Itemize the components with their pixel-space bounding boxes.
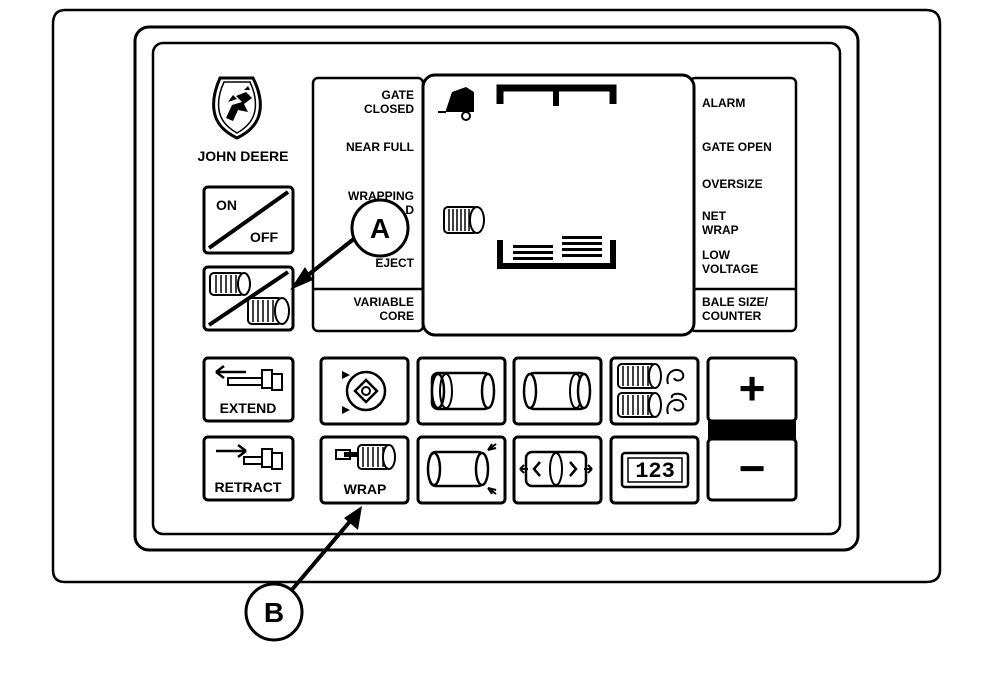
label-low-voltage-2: VOLTAGE — [702, 262, 758, 276]
bale-counter-button[interactable]: 123 — [609, 435, 700, 505]
label-wrapping-2: D — [405, 203, 414, 217]
callout-a-label: A — [370, 213, 390, 244]
large-bale-icon — [247, 297, 290, 325]
right-label-panel — [688, 76, 798, 333]
cylinder-extend-icon — [215, 365, 283, 391]
plus-minus-divider — [708, 421, 796, 439]
retract-button[interactable]: RETRACT — [202, 435, 295, 502]
label-eject: EJECT — [375, 256, 414, 270]
rotation-button[interactable] — [319, 356, 410, 426]
bale-diameter-icon — [426, 443, 497, 495]
wrap-bale-icon — [335, 444, 396, 470]
bale-size-bracket — [497, 240, 616, 269]
label-wrapping-1: WRAPPING — [348, 189, 414, 203]
bale-center-icon — [519, 450, 593, 488]
lcd-wrapping-bale-icon — [443, 206, 485, 234]
small-bale-icon — [209, 272, 251, 296]
label-gate-closed-1: GATE — [382, 88, 414, 102]
label-gate-closed-2: CLOSED — [364, 102, 414, 116]
bale-shape-right-button[interactable] — [512, 356, 603, 426]
on-label: ON — [216, 197, 237, 213]
bale-shape-center-button[interactable] — [512, 435, 603, 505]
cylinder-retract-icon — [216, 444, 283, 470]
label-variable-core-1: VARIABLE — [354, 295, 414, 309]
variable-core-button[interactable] — [202, 265, 295, 332]
bale-right-icon — [522, 371, 592, 411]
plus-button[interactable]: + — [706, 356, 798, 423]
brand-name: JOHN DEERE — [197, 148, 288, 164]
baler-icon — [438, 87, 474, 121]
extend-button[interactable]: EXTEND — [202, 356, 295, 423]
bale-left-icon — [430, 371, 496, 411]
bale-size-bars — [513, 236, 602, 260]
plus-label: + — [739, 362, 766, 414]
wrap-turns-icon — [617, 363, 687, 418]
bale-shape-left-button[interactable] — [416, 356, 507, 426]
wrap-button[interactable]: WRAP — [319, 435, 410, 505]
label-gate-open: GATE OPEN — [702, 140, 772, 154]
wrap-label: WRAP — [344, 481, 387, 497]
label-net-wrap-2: WRAP — [702, 223, 739, 237]
net-wrap-turns-button[interactable] — [609, 356, 700, 426]
extend-label: EXTEND — [220, 400, 277, 416]
retract-label: RETRACT — [215, 479, 282, 495]
callout-b: B — [244, 506, 362, 642]
label-net-wrap-1: NET — [702, 209, 727, 223]
minus-button[interactable]: − — [706, 437, 798, 502]
rotation-icon — [342, 370, 387, 414]
label-bale-size-2: COUNTER — [702, 309, 762, 323]
label-oversize: OVERSIZE — [702, 177, 763, 191]
label-low-voltage-1: LOW — [702, 248, 731, 262]
minus-label: − — [739, 442, 766, 494]
label-bale-size-1: BALE SIZE/ — [702, 295, 769, 309]
john-deere-logo: JOHN DEERE — [197, 76, 289, 164]
callout-a: A — [290, 198, 410, 290]
bale-diameter-button[interactable] — [416, 435, 507, 505]
off-label: OFF — [250, 229, 278, 245]
label-near-full: NEAR FULL — [346, 140, 414, 154]
counter-digits: 123 — [635, 459, 675, 484]
label-variable-core-2: CORE — [379, 309, 414, 323]
lcd-display — [421, 73, 696, 337]
on-off-button[interactable]: ON OFF — [202, 185, 295, 255]
callout-b-label: B — [264, 597, 284, 628]
label-alarm: ALARM — [702, 96, 745, 110]
